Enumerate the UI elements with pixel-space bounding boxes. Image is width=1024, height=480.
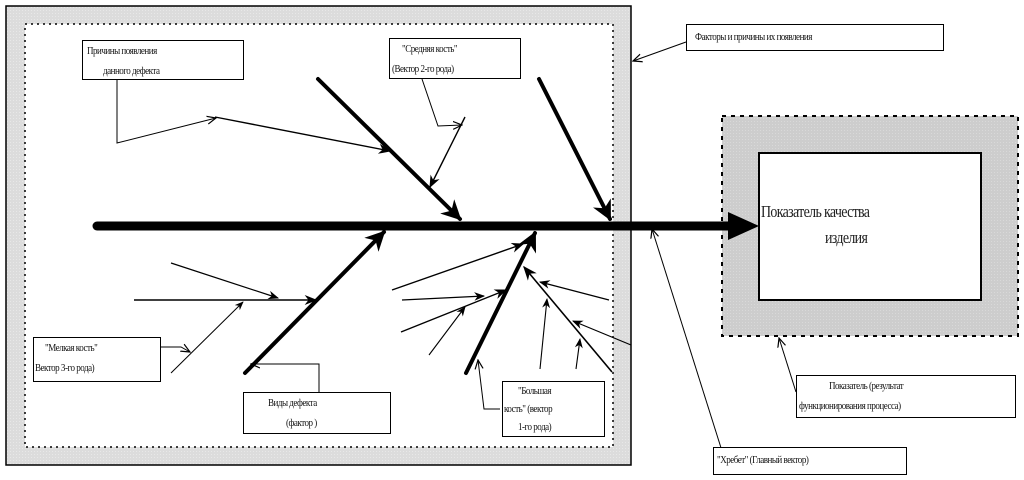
factors-label-box: Факторы и причины их появления [686, 24, 944, 51]
big-branch-sub-2 [572, 320, 632, 346]
spine-label-box: "Хребет" (Главный вектор) [713, 447, 907, 475]
defect-types-label-box: Виды дефекта (фактор ) [243, 392, 391, 434]
big-bone-line [464, 231, 537, 375]
big-callout-line [478, 360, 500, 410]
spine-callout-line [652, 229, 723, 452]
causes-callout-line [116, 79, 216, 144]
causes-label-line-1: Причины появления [87, 45, 157, 57]
small-bone-diagonal [170, 262, 280, 300]
big-sub-arrow-2 [400, 289, 508, 333]
indicator-callout-line [779, 338, 797, 393]
spine-label-text: "Хребет" (Главный вектор) [717, 454, 809, 466]
big-bone-label-line-3: 1-го рода) [518, 421, 552, 433]
big-branch-sub-4 [574, 338, 583, 370]
middle-callout-line [421, 78, 462, 126]
causes-label-box: Причины появления данного дефекта [82, 40, 244, 80]
factors-callout-line [633, 41, 687, 61]
middle-bone-label-line-1: "Средняя кость" [402, 43, 458, 55]
causes-label-line-2: данного дефекта [103, 65, 160, 77]
big-branch-sub-1 [538, 280, 610, 301]
factors-label-text: Факторы и причины их появления [695, 31, 812, 43]
indicator-label-box: Показатель (результат функционирования п… [796, 375, 1016, 418]
small-bone-label-line-1: "Мелкая кость" [45, 342, 98, 354]
big-sub-arrow-3 [401, 292, 486, 301]
small-callout-line [160, 347, 190, 352]
big-branch-sub-3 [539, 298, 551, 370]
big-sub-arrow-1 [391, 243, 525, 291]
big-bone-label-box: "Большая кость" (вектор 1-го рода) [502, 381, 605, 437]
middle-bone-label-box: "Средняя кость" (Вектор 2-го рода) [389, 38, 521, 79]
spine-arrowhead [728, 212, 759, 240]
defect-callout-line [251, 364, 320, 392]
effect-label-line-1: Показатель качества [761, 202, 870, 221]
big-bone-label-line-2: кость" (вектор [504, 403, 553, 415]
indicator-label-line-2: функционирования процесса) [799, 400, 901, 412]
upper-cause-arrow [214, 116, 392, 154]
big-bone-label-line-1: "Большая [518, 385, 552, 397]
small-bone-lower [170, 301, 244, 374]
defect-types-label-line-2: (фактор ) [286, 417, 317, 429]
effect-label: Показатель качества изделия [761, 199, 961, 251]
effect-label-line-2: изделия [825, 228, 868, 247]
indicator-label-line-1: Показатель (результат [829, 380, 904, 392]
defect-types-label-line-1: Виды дефекта [268, 397, 317, 409]
big-sub-arrow-4 [428, 306, 466, 356]
small-bone-label-box: "Мелкая кость" Вектор 3-го рода) [33, 337, 161, 382]
small-bone-label-line-2: Вектор 3-го рода) [35, 362, 95, 374]
big-branch-line [523, 265, 613, 373]
upper-right-bone-line [537, 77, 612, 221]
middle-bone-label-line-2: (Вектор 2-го рода) [392, 63, 454, 75]
